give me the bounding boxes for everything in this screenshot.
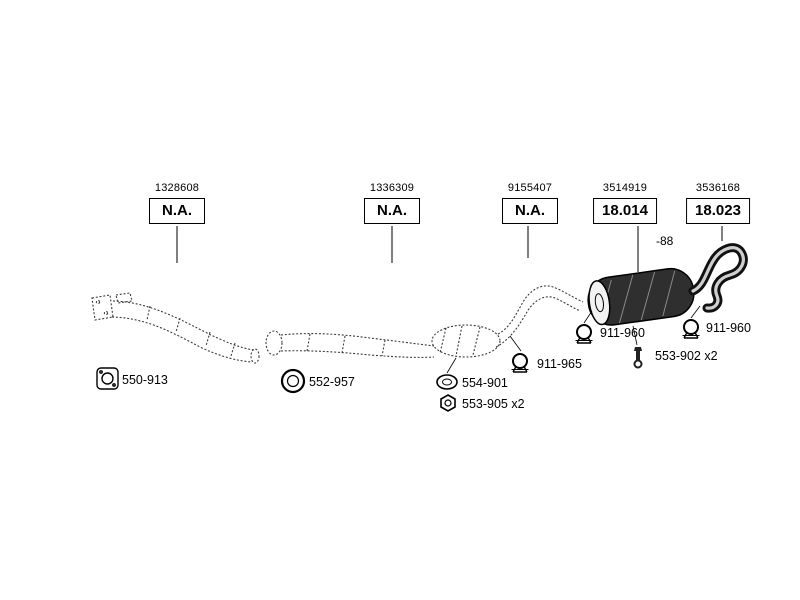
rear-muffler: [587, 267, 695, 326]
callout-suffix: -88: [656, 234, 674, 248]
callout-part-number: 1328608: [154, 182, 200, 194]
callout-part-number: 9155407: [507, 182, 553, 194]
callout-box: N.A.: [149, 198, 205, 224]
front-pipe: [91, 292, 260, 364]
part-label-552-957: 552-957: [309, 375, 355, 389]
part-label-553-905: 553-905 x2: [462, 397, 525, 411]
callout-leader-lines: [176, 226, 723, 272]
part-label-911-960-right: 911-960: [706, 321, 751, 335]
fastener-connector-lines: [446, 305, 701, 374]
part-label-554-901: 554-901: [462, 376, 508, 390]
callout-box-18014[interactable]: 18.014: [593, 198, 657, 224]
part-label-550-913: 550-913: [122, 373, 168, 387]
pipe-clamp-icon: [574, 324, 594, 344]
middle-pipe-and-silencer: [265, 285, 584, 358]
part-label-911-965: 911-965: [537, 357, 582, 371]
pipe-clamp-icon: [510, 353, 530, 373]
callout-3514919: 3514919 18.014: [593, 182, 657, 224]
pipe-clamp-icon: [681, 319, 701, 339]
tailpipe: [688, 243, 748, 313]
callout-3536168: 3536168 18.023: [686, 182, 750, 224]
hanger-bolt-icon: [633, 347, 643, 369]
callout-1336309: 1336309 N.A.: [364, 182, 420, 224]
ring-gasket-icon: [280, 368, 306, 394]
callout-part-number: 3536168: [695, 182, 741, 194]
callout-box: N.A.: [502, 198, 558, 224]
callout-1328608: 1328608 N.A.: [149, 182, 205, 224]
flange-gasket-icon: [96, 367, 119, 390]
part-label-553-902: 553-902 x2: [655, 349, 718, 363]
callout-box: N.A.: [364, 198, 420, 224]
hex-nut-icon: [440, 394, 456, 412]
callout-box-18023[interactable]: 18.023: [686, 198, 750, 224]
callout-part-number: 1336309: [369, 182, 415, 194]
part-label-911-960-left: 911-960: [600, 326, 645, 340]
callout-part-number: 3514919: [602, 182, 648, 194]
callout-9155407: 9155407 N.A.: [502, 182, 558, 224]
oval-gasket-icon: [436, 374, 458, 390]
